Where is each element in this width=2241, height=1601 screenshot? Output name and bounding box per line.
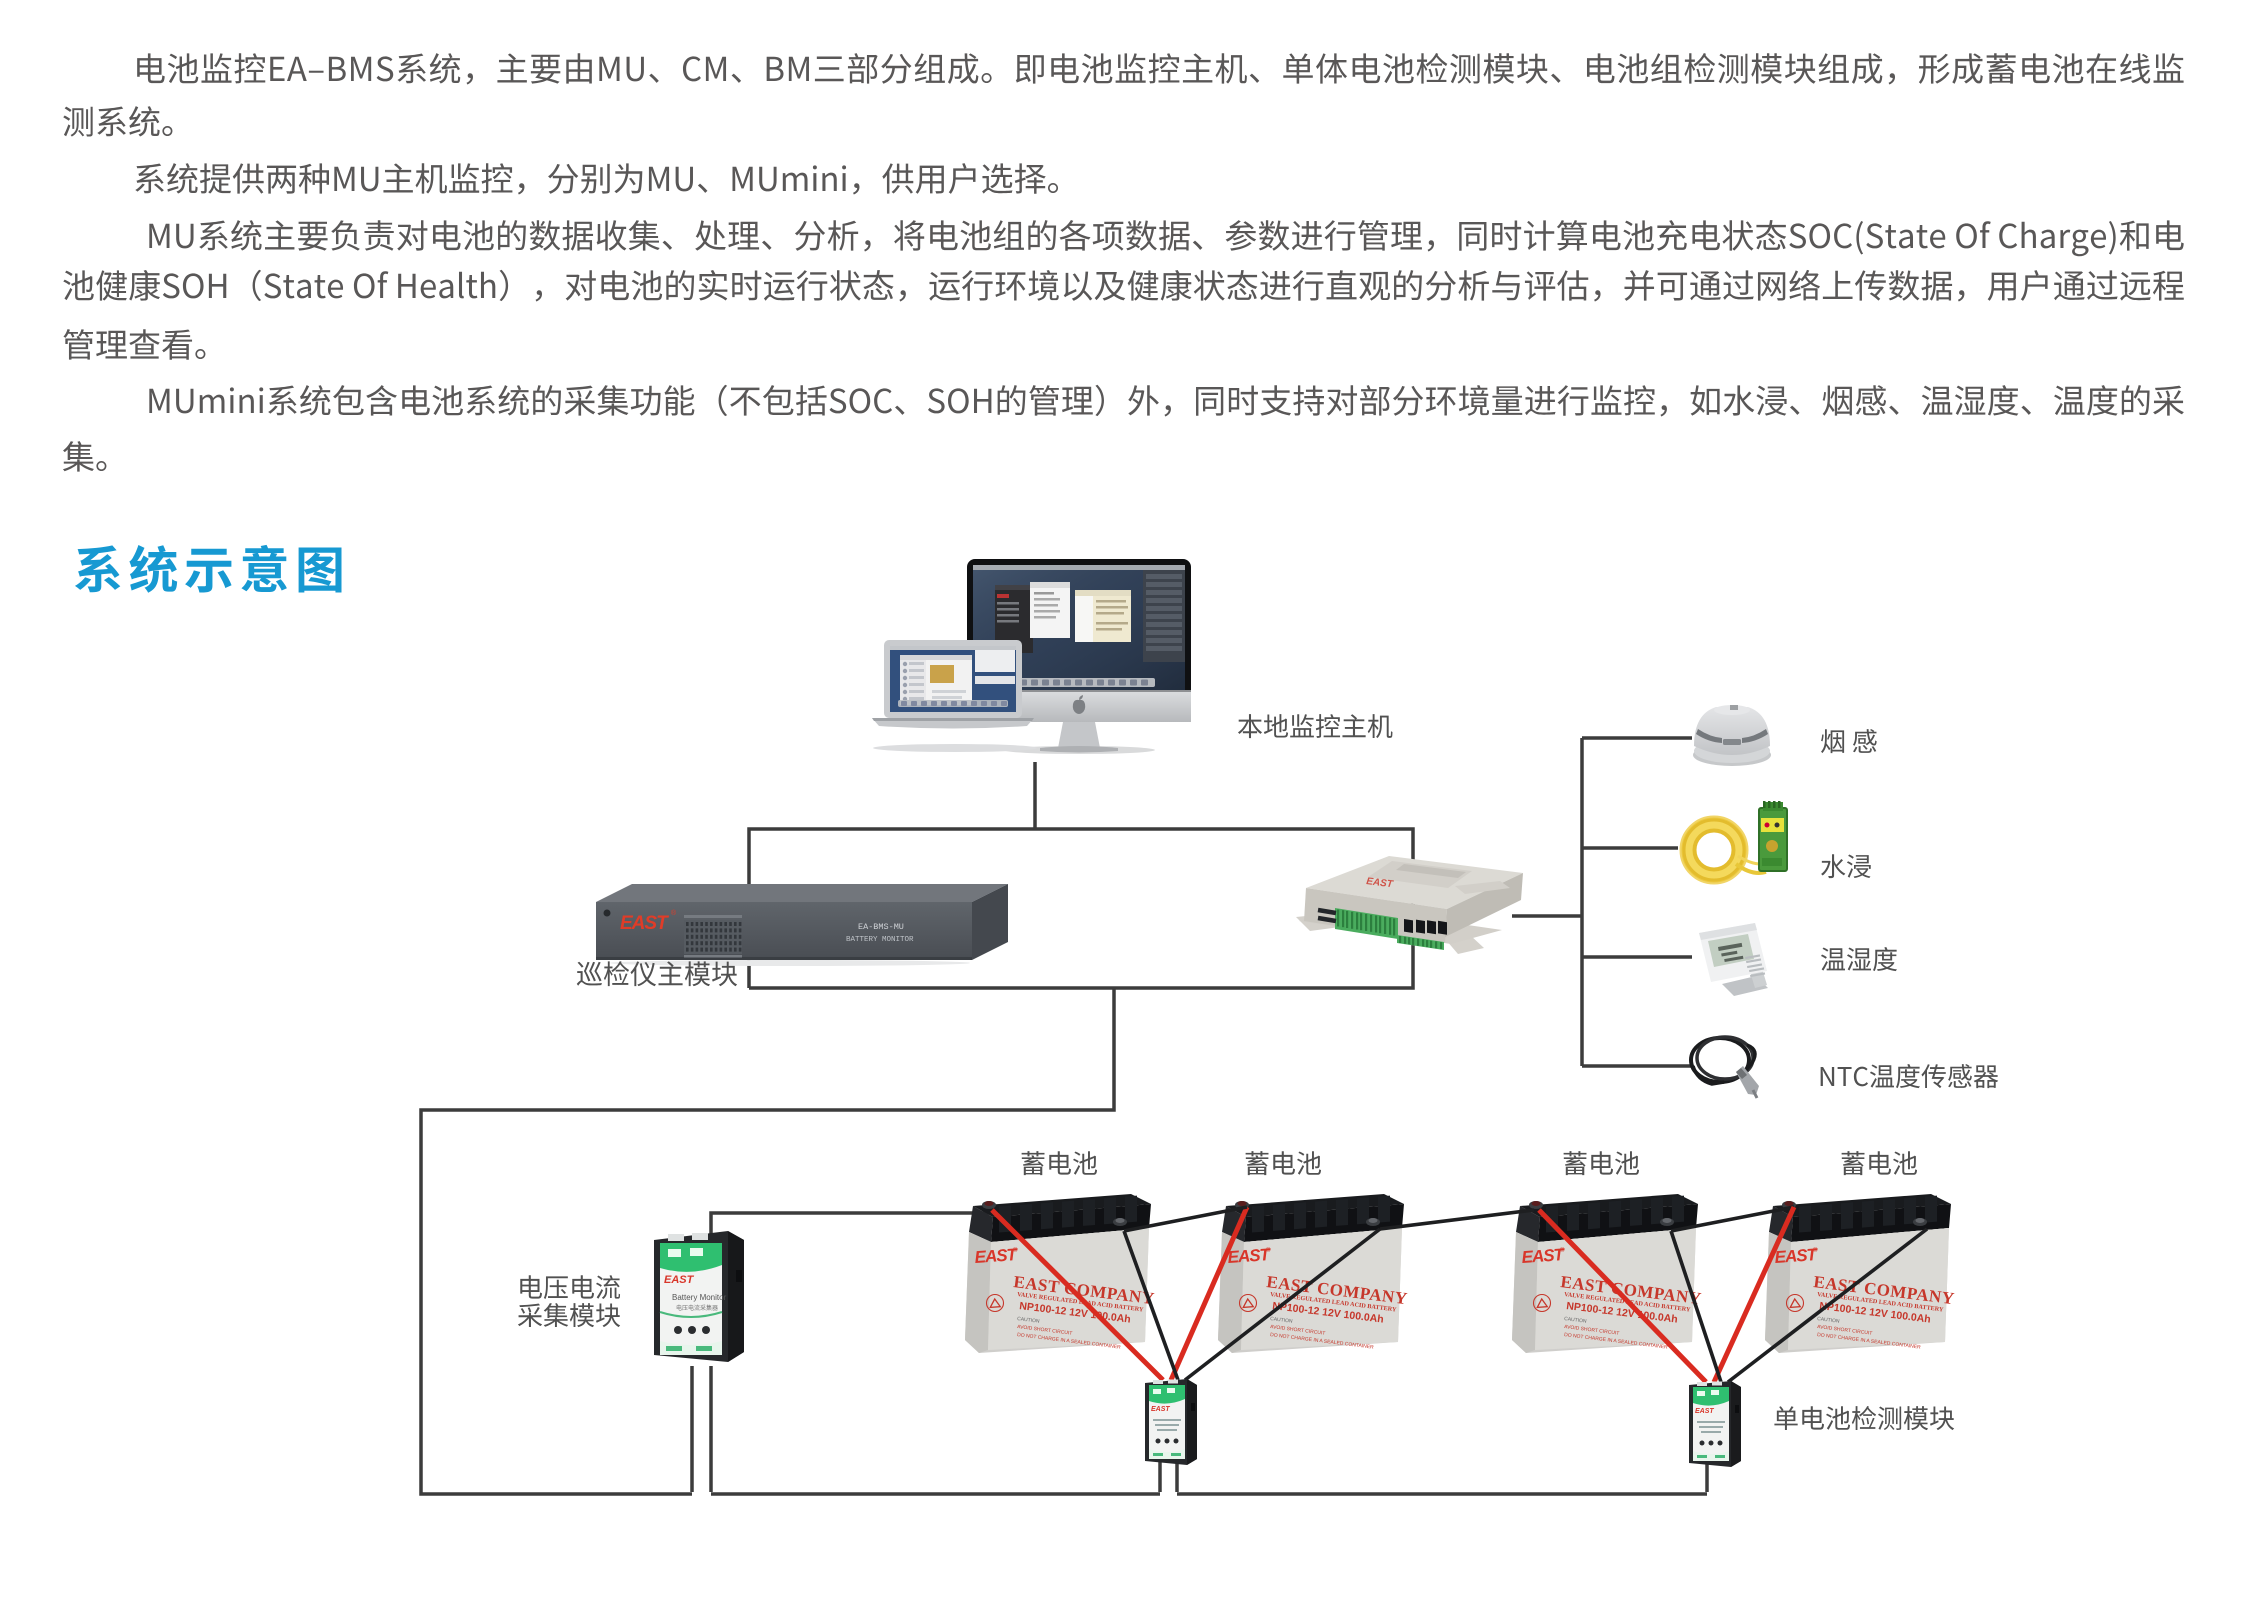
svg-text:BATTERY MONITOR: BATTERY MONITOR bbox=[846, 936, 914, 944]
svg-text:EA-BMS-MU: EA-BMS-MU bbox=[858, 922, 904, 932]
svg-text:电压电流采集器: 电压电流采集器 bbox=[676, 1304, 718, 1312]
svg-text:EAST: EAST bbox=[1366, 876, 1395, 890]
svg-text:Battery Monitor: Battery Monitor bbox=[672, 1293, 727, 1302]
svg-text:EAST: EAST bbox=[664, 1274, 695, 1286]
svg-text:®: ® bbox=[671, 909, 677, 917]
svg-text:EAST: EAST bbox=[620, 913, 669, 934]
